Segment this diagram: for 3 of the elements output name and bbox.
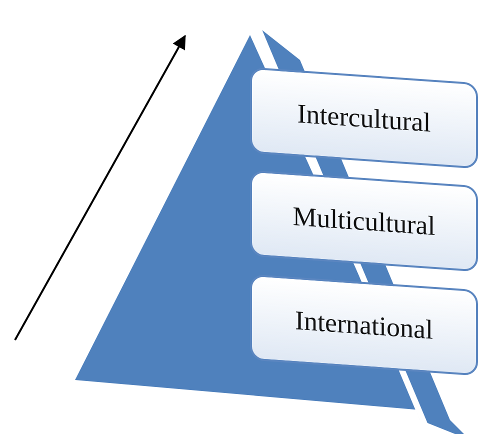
level-label: Multicultural: [292, 200, 436, 242]
level-label: Intercultural: [297, 98, 431, 138]
level-label: International: [295, 304, 433, 346]
